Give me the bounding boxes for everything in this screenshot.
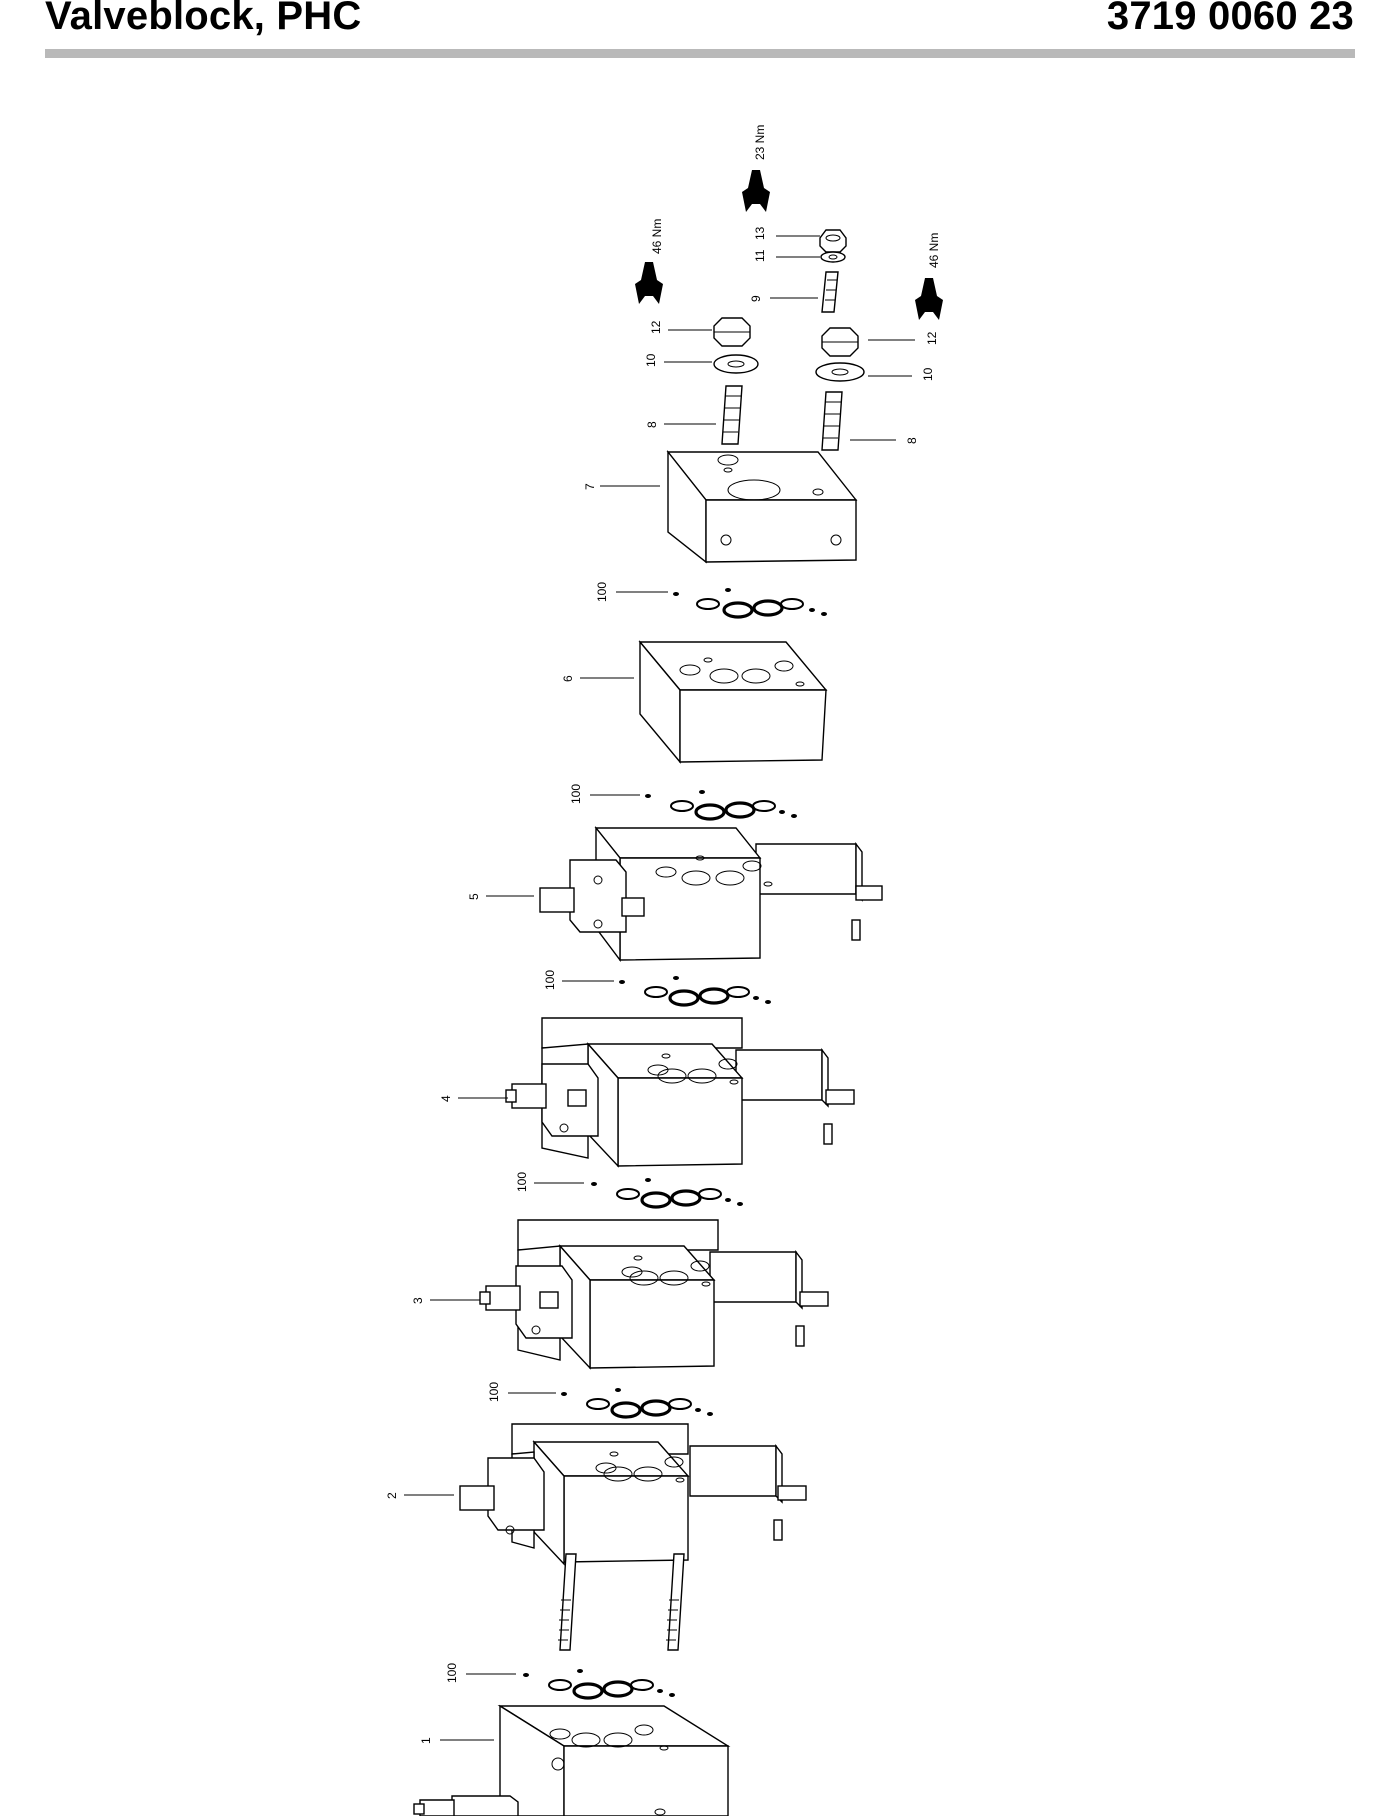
callout-7: 7 xyxy=(583,483,597,490)
nut-12-right xyxy=(821,327,859,357)
inlet-block-1 xyxy=(413,1704,731,1816)
document-part-number: 3719 0060 23 xyxy=(1106,0,1354,38)
callout-13: 13 xyxy=(753,226,767,240)
valve-section-4 xyxy=(505,1017,855,1168)
callout-9: 9 xyxy=(749,295,763,302)
callout-11: 11 xyxy=(753,249,767,262)
seal-set-3 xyxy=(561,1388,713,1419)
callout-4: 4 xyxy=(439,1095,453,1102)
callout-8-left: 8 xyxy=(645,421,659,428)
stud-8-left xyxy=(721,385,743,445)
callout-100-c: 100 xyxy=(543,970,557,990)
callout-8-right: 8 xyxy=(905,437,919,444)
valve-section-2 xyxy=(459,1423,807,1651)
wrench-icon-46nm-left xyxy=(635,262,663,304)
document-title: Valveblock, PHC xyxy=(45,0,362,38)
callout-12-right: 12 xyxy=(925,331,939,345)
callout-100-d: 100 xyxy=(515,1172,529,1192)
valve-section-3 xyxy=(479,1219,829,1370)
seal-set-2 xyxy=(523,1669,675,1700)
torque-label-46nm-left: 46 Nm xyxy=(650,219,664,254)
seal-set-4 xyxy=(591,1178,743,1209)
seal-set-7 xyxy=(673,588,827,619)
page-header: Valveblock, PHC 3719 0060 23 xyxy=(0,0,1400,60)
callout-100-f: 100 xyxy=(445,1663,459,1683)
seal-set-6 xyxy=(645,790,797,821)
header-rule xyxy=(45,49,1355,58)
stud-9 xyxy=(821,271,839,313)
stud-8-right xyxy=(821,391,843,451)
wrench-icon-46nm-right xyxy=(915,278,943,320)
torque-label-23nm: 23 Nm xyxy=(753,125,767,160)
callout-6: 6 xyxy=(561,675,575,682)
callout-2: 2 xyxy=(385,1492,399,1499)
nut-13 xyxy=(819,229,847,253)
callout-5: 5 xyxy=(467,893,481,900)
callout-10-left: 10 xyxy=(644,353,658,367)
callout-100-a: 100 xyxy=(595,582,609,602)
washer-11 xyxy=(820,251,846,263)
washer-10-left xyxy=(713,354,759,374)
valve-section-5 xyxy=(539,826,883,963)
torque-label-46nm-right: 46 Nm xyxy=(927,233,941,268)
seal-set-5 xyxy=(619,976,771,1007)
block-6 xyxy=(638,640,828,764)
block-7-end-plate xyxy=(666,449,858,564)
callout-100-e: 100 xyxy=(487,1382,501,1402)
callout-12-left: 12 xyxy=(649,320,663,334)
callout-10-right: 10 xyxy=(921,367,935,381)
callout-1: 1 xyxy=(419,1737,433,1744)
wrench-icon-23nm xyxy=(742,170,770,212)
callout-100-b: 100 xyxy=(569,784,583,804)
nut-12-left xyxy=(713,317,751,347)
washer-10-right xyxy=(815,362,865,382)
callout-3: 3 xyxy=(411,1297,425,1304)
